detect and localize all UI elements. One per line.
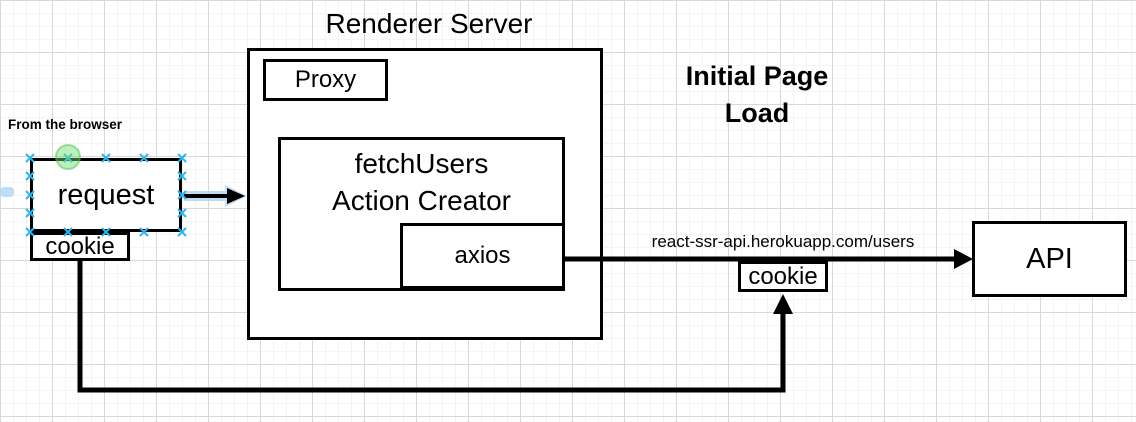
request-node-label: request — [57, 178, 155, 211]
cookie-left-node-label: cookie — [45, 232, 115, 260]
connection-x-icon — [25, 153, 187, 237]
cookie-right-node[interactable]: cookie — [738, 261, 828, 292]
arrowhead-icon — [773, 294, 793, 314]
from-browser-label[interactable]: From the browser — [8, 117, 123, 132]
edge-request-to-server[interactable] — [184, 185, 247, 207]
connection-point-handles[interactable] — [25, 153, 187, 237]
fetch-users-node-label: fetchUsers Action Creator — [332, 148, 511, 216]
connect-highlight-icon — [55, 144, 81, 170]
request-node[interactable]: request — [30, 158, 182, 232]
edge-axios-to-api[interactable] — [565, 249, 973, 269]
api-node-label: API — [1026, 242, 1073, 275]
api-node[interactable]: API — [972, 221, 1127, 297]
arrowhead-icon — [227, 188, 245, 204]
edge-browser-to-request-halo[interactable] — [0, 187, 14, 197]
axios-node-label: axios — [454, 242, 511, 269]
renderer-server-title[interactable]: Renderer Server — [325, 8, 533, 39]
axios-node[interactable]: axios — [400, 223, 565, 289]
proxy-node[interactable]: Proxy — [263, 59, 388, 101]
api-url-edge-label[interactable]: react-ssr-api.herokuapp.com/users — [651, 232, 915, 251]
cookie-right-node-label: cookie — [748, 262, 818, 290]
edge-cookie-to-cookie[interactable] — [77, 261, 793, 393]
proxy-node-label: Proxy — [294, 66, 357, 93]
arrowhead-icon — [954, 249, 973, 269]
cookie-left-node[interactable]: cookie — [30, 232, 130, 261]
initial-page-load-title[interactable]: Initial Page Load — [685, 61, 829, 128]
